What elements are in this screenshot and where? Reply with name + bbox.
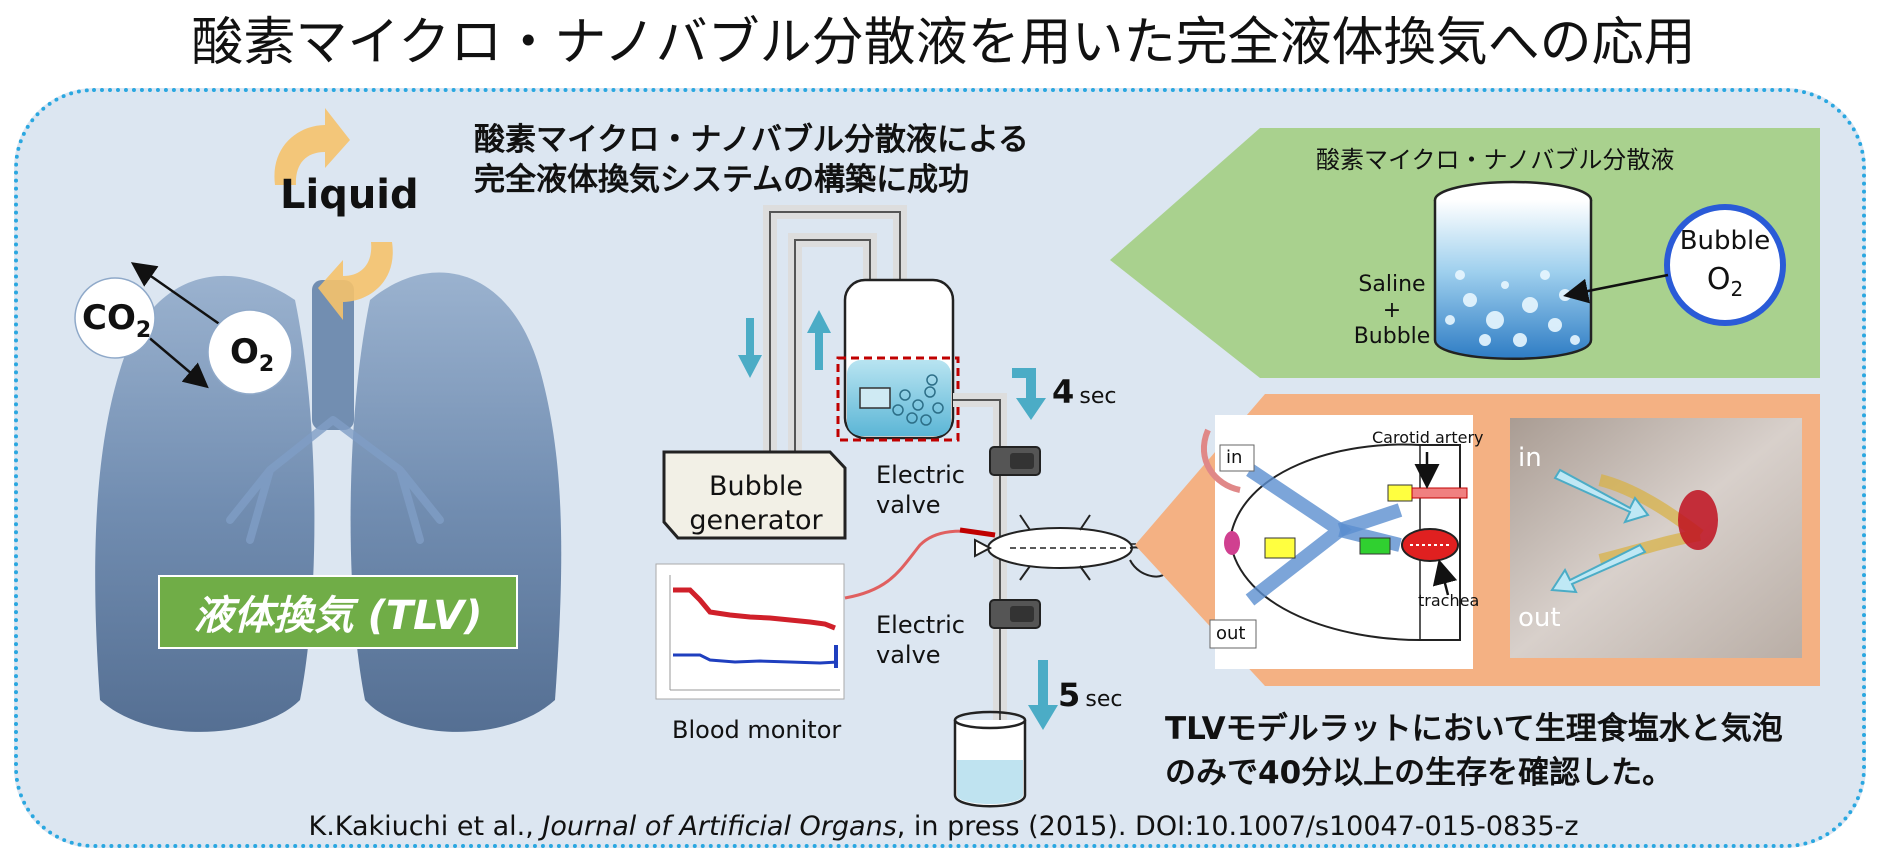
co2-label: CO2 xyxy=(82,298,152,343)
right-lung-icon xyxy=(350,272,562,732)
flow-up-arrow xyxy=(807,310,831,370)
photo-out-arrow xyxy=(1550,543,1647,594)
bubble-label: Bubble xyxy=(1679,226,1771,256)
rat-model-banner xyxy=(1135,394,1820,686)
conclusion-line1: TLVモデルラットにおいて生理食塩水と気泡 xyxy=(1165,711,1783,747)
system-heading-line2: 完全液体換気システムの構築に成功 xyxy=(474,162,970,198)
trachea-label: trachea xyxy=(1418,591,1480,610)
system-heading-line1: 酸素マイクロ・ナノバブル分散液による xyxy=(474,122,1029,158)
bubble-generator-label: Bubble generator xyxy=(689,471,823,536)
blood-monitor-label: Blood monitor xyxy=(672,716,842,744)
system-heading: 酸素マイクロ・ナノバブル分散液による 完全液体換気システムの構築に成功 xyxy=(474,120,1029,200)
bubble-generator xyxy=(662,450,847,540)
saline-bubble-label: Saline + Bubble xyxy=(1353,272,1431,349)
inflow-time-arrow xyxy=(1012,368,1046,420)
bubble-o2-circle xyxy=(1664,204,1786,326)
blood-monitor-chart xyxy=(655,563,845,700)
citation: K.Kakiuchi et al., Journal of Artificial… xyxy=(0,811,1887,842)
inflow-time-label: 4 sec xyxy=(1052,373,1117,411)
o2-circle xyxy=(207,309,293,395)
liquid-cycle-icon xyxy=(274,108,393,320)
lung-illustration xyxy=(95,272,562,732)
conclusion-text: TLVモデルラットにおいて生理食塩水と気泡 のみで40分以上の生存を確認した。 xyxy=(1165,707,1783,795)
tlv-label-box: 液体換気 (TLV) xyxy=(158,575,518,649)
citation-journal: Journal of Artificial Organs xyxy=(542,811,897,842)
liquid-label: Liquid xyxy=(280,172,419,218)
photo-in-label: in xyxy=(1518,443,1542,473)
schematic-in-label: in xyxy=(1226,447,1243,468)
electric-valve-1 xyxy=(989,446,1041,476)
dispersion-title: 酸素マイクロ・ナノバブル分散液 xyxy=(1316,146,1675,174)
schematic-out-label: out xyxy=(1216,623,1246,644)
electric-valve-2-label: Electric valve xyxy=(876,611,965,669)
outflow-time-arrow xyxy=(1028,660,1058,730)
tlv-label: 液体換気 (TLV) xyxy=(193,593,483,639)
ventilation-system xyxy=(662,205,1180,808)
page-title: 酸素マイクロ・ナノバブル分散液を用いた完全液体換気への応用 xyxy=(191,13,1696,73)
conclusion-line2: のみで40分以上の生存を確認した。 xyxy=(1165,755,1674,791)
o2-label: O2 xyxy=(230,332,275,377)
dispersion-banner xyxy=(1110,128,1820,378)
electric-valve-1-label: Electric valve xyxy=(876,461,965,519)
electric-valve-2 xyxy=(989,599,1041,629)
rat-surgery-photo xyxy=(1510,418,1802,658)
flow-down-arrow xyxy=(738,318,762,378)
photo-out-label: out xyxy=(1518,603,1561,633)
bubble-o2-label: O2 xyxy=(1706,262,1744,301)
beaker-icon xyxy=(953,710,1027,808)
citation-authors: K.Kakiuchi et al., xyxy=(308,811,543,842)
co2-circle xyxy=(74,277,156,359)
photo-in-arrow xyxy=(1553,468,1650,524)
carotid-label: Carotid artery xyxy=(1372,428,1484,447)
citation-details: , in press (2015). DOI:10.1007/s10047-01… xyxy=(896,811,1579,842)
outflow-time-label: 5 sec xyxy=(1058,676,1123,714)
